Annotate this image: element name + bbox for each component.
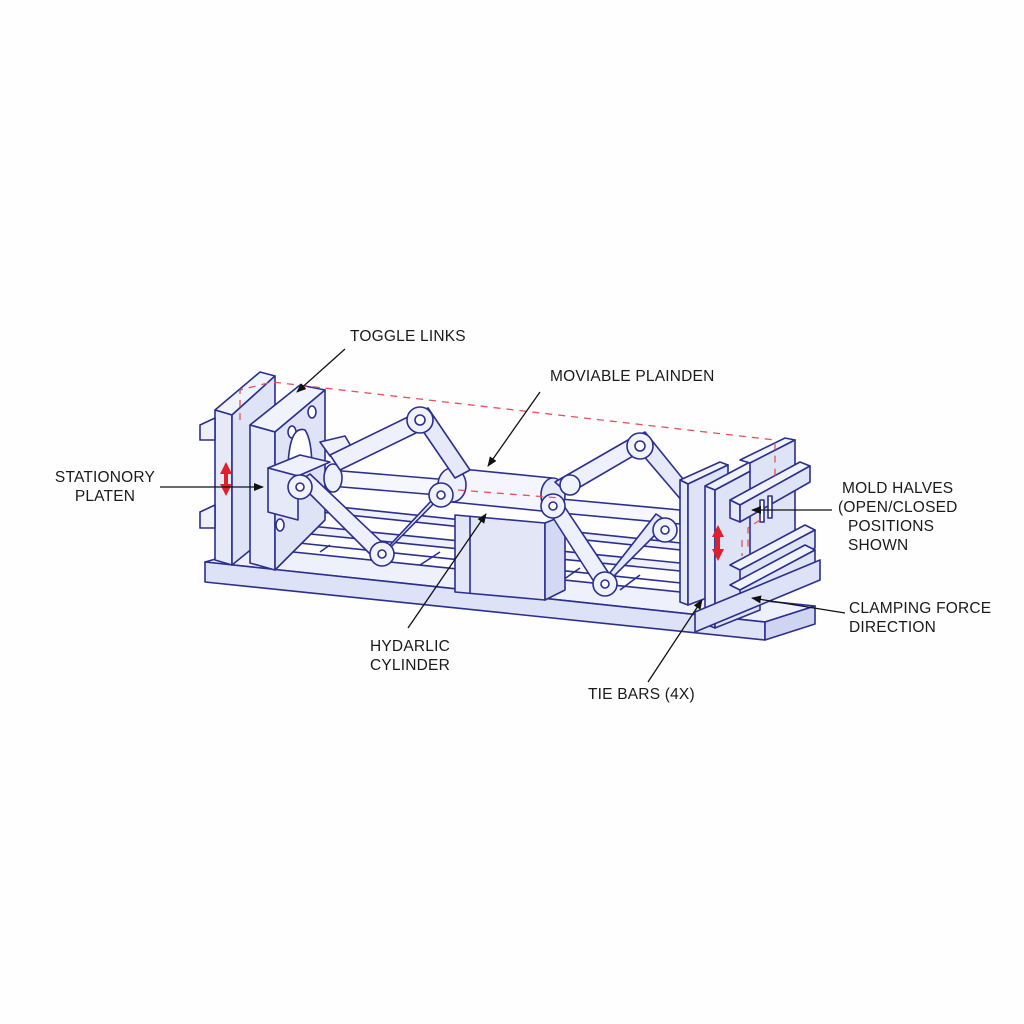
label-stationary-platen: STATIONORY PLATEN [54, 469, 156, 505]
leader-movable-platen [487, 391, 541, 467]
dashed-guide-lines [239, 381, 776, 556]
toggle-links-left [287, 406, 471, 567]
leader-clamping-force [751, 595, 846, 614]
leader-toggle-links [296, 348, 346, 393]
label-mold-halves: MOLD HALVES (OPEN/CLOSED POSITIONS SHOWN [838, 480, 958, 554]
label-tie-bars: TIE BARS (4X) [588, 686, 695, 703]
force-arrow-right [712, 525, 724, 561]
label-toggle-links: TOGGLE LINKS [350, 328, 466, 345]
hydraulic-cylinder [437, 467, 566, 601]
leader-lines [160, 348, 846, 683]
leader-hydraulic-cylinder [407, 513, 487, 629]
label-hydraulic-cylinder: HYDARLIC CYLINDER [370, 638, 450, 674]
label-clamping-force-direction: CLAMPING FORCE DIRECTION [849, 600, 992, 636]
piston-rod [323, 463, 681, 525]
label-movable-platen: MOVIABLE PLAINDEN [550, 368, 715, 385]
stationary-platen [199, 371, 353, 571]
leader-tie-bars [647, 599, 703, 683]
